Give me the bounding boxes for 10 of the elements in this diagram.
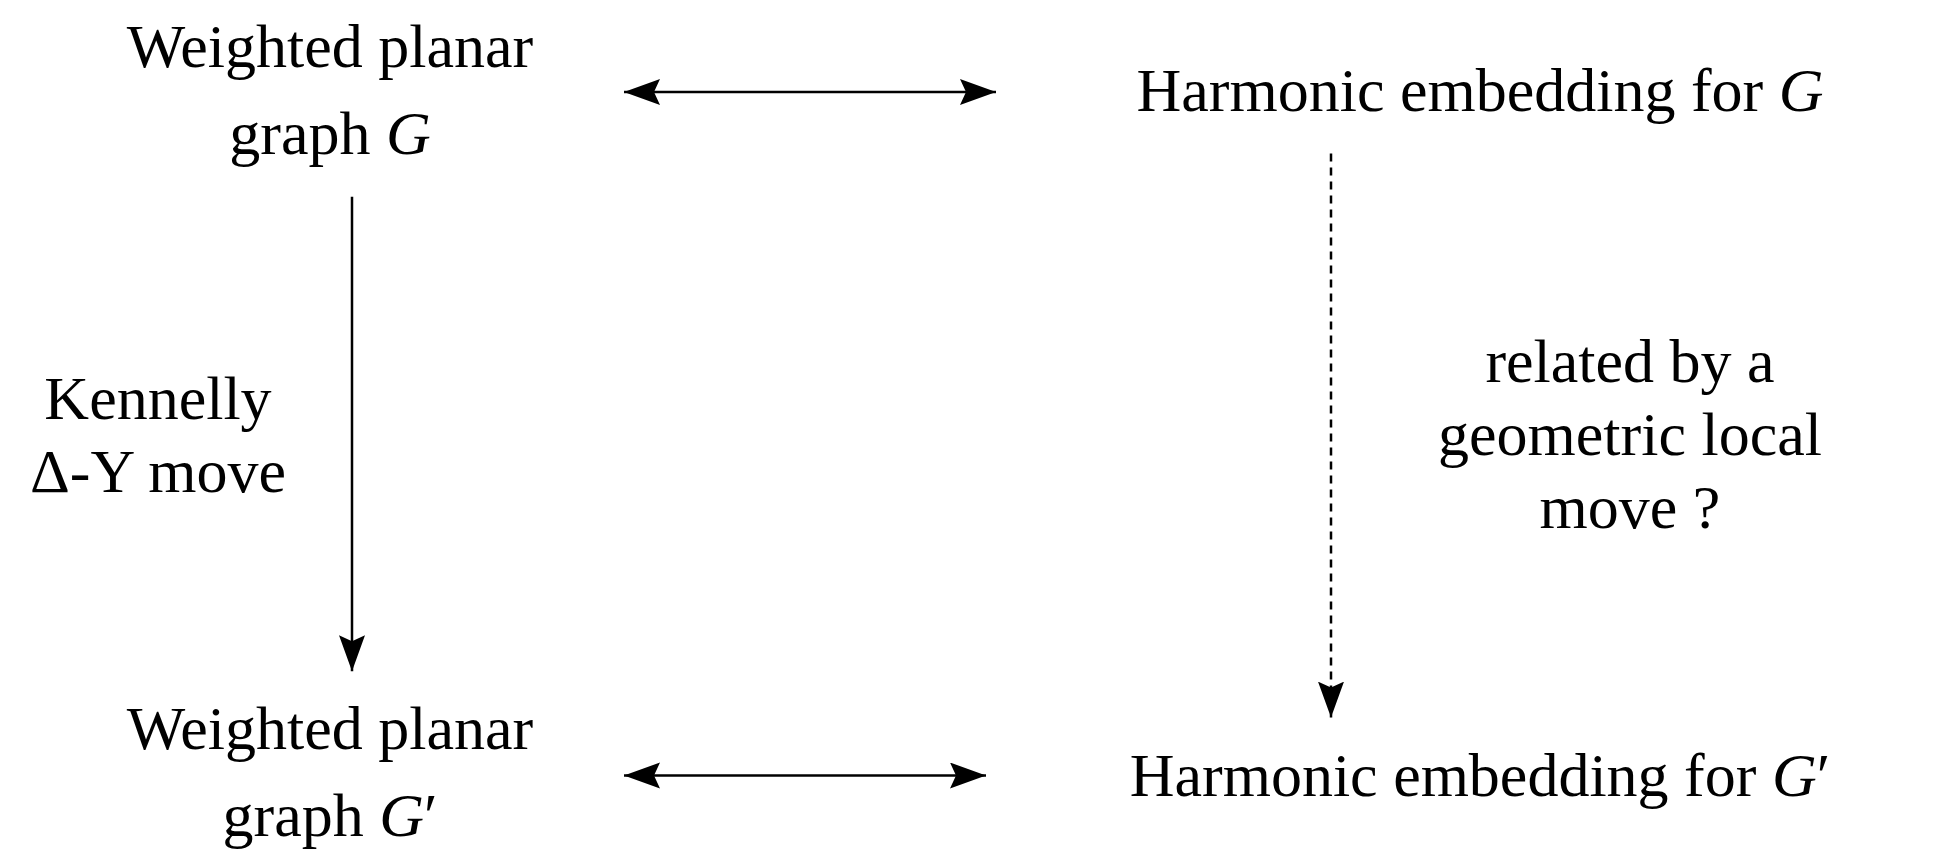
arrow [339, 196, 365, 672]
edge-label: Kennelly Δ-Y move [28, 362, 288, 507]
graph-label: Weighted planar graph G [50, 3, 610, 177]
edge-label: related by a geometric local move ? [1437, 326, 1823, 544]
embedding-label: Harmonic embedding for G [1010, 46, 1936, 134]
graph-label: Weighted planar graph G′ [50, 685, 610, 852]
double-arrow [624, 762, 986, 789]
embedding-label: Harmonic embedding for G′ [1000, 731, 1936, 819]
double-arrow [624, 79, 996, 105]
dashed-arrow [1318, 153, 1344, 718]
